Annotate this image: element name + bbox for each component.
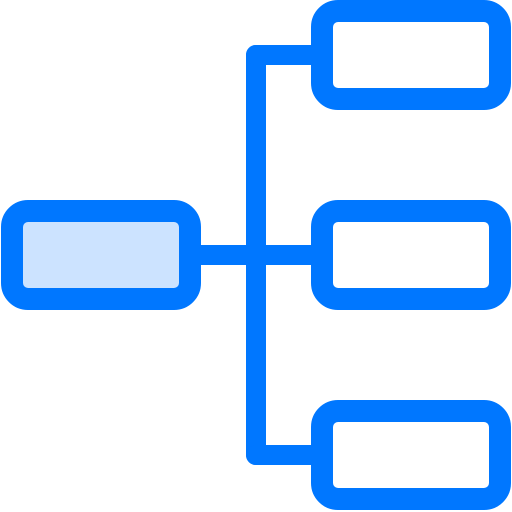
child-node-middle xyxy=(311,200,511,310)
root-node xyxy=(1,200,201,310)
connector-lines xyxy=(180,45,332,465)
child-node-top xyxy=(311,0,511,110)
child-node-bottom xyxy=(311,400,511,510)
